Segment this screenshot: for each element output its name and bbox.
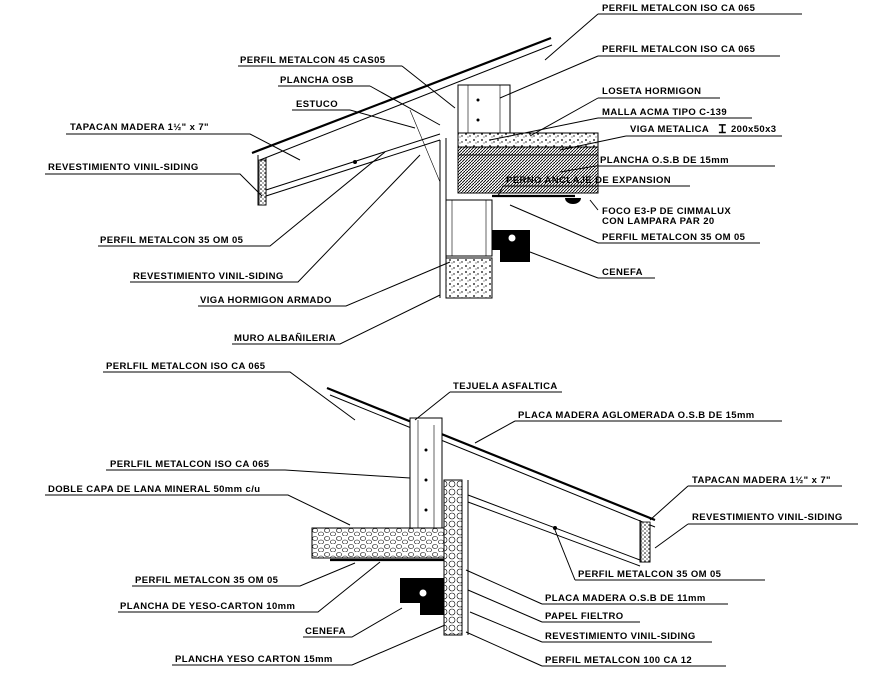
label-tapacan-top: TAPACAN MADERA 1½" x 7" xyxy=(70,122,209,133)
label-viga-metalica-dim: 200x50x3 xyxy=(731,124,776,135)
bottom-bolt xyxy=(424,448,428,452)
top-osb-layer xyxy=(457,154,599,194)
label-perfil-35-left: PERFIL METALCON 35 OM 05 xyxy=(135,575,279,586)
top-bolt xyxy=(476,98,480,102)
label-malla: MALLA ACMA TIPO C-139 xyxy=(602,107,727,118)
label-perfil-iso-ca-2: PERFIL METALCON ISO CA 065 xyxy=(602,44,756,55)
label-viga-hormigon: VIGA HORMIGON ARMADO xyxy=(200,295,332,306)
label-perfil-iso-top: PERLFIL METALCON ISO CA 065 xyxy=(106,361,266,372)
top-tapacan xyxy=(258,159,267,206)
top-cenefa-pipe xyxy=(507,233,517,243)
bottom-wall-column xyxy=(443,479,463,636)
top-detail-geometry xyxy=(251,36,599,299)
label-plancha-yeso-15: PLANCHA YESO CARTON 15mm xyxy=(175,654,333,665)
label-foco-2: CON LAMPARA PAR 20 xyxy=(602,216,715,227)
bottom-detail-annotations: PERLFIL METALCON ISO CA 065 TEJUELA ASFA… xyxy=(45,361,858,667)
bottom-tapacan xyxy=(640,521,651,563)
label-placa-aglomerada: PLACA MADERA AGLOMERADA O.S.B DE 15mm xyxy=(518,410,755,421)
label-papel: PAPEL FIELTRO xyxy=(545,611,624,622)
bottom-wall-outer xyxy=(461,480,469,635)
top-perfil-upright xyxy=(457,84,511,134)
bottom-detail-geometry xyxy=(311,386,656,636)
viga-metalica-i-symbol: Ɪ xyxy=(718,122,726,136)
top-roof-slope xyxy=(251,36,552,155)
top-loseta xyxy=(457,132,599,148)
top-viga-hormigon xyxy=(445,257,493,299)
label-cenefa-top: CENEFA xyxy=(602,267,643,278)
label-estuco: ESTUCO xyxy=(296,99,338,110)
label-tapacan-bottom: TAPACAN MADERA 1½" x 7" xyxy=(692,475,831,486)
label-loseta: LOSETA HORMIGON xyxy=(602,86,701,97)
bottom-soffit-inner xyxy=(467,501,641,567)
label-muro: MURO ALBAÑILERIA xyxy=(234,333,336,344)
bottom-perfil-upright-line xyxy=(417,420,435,528)
top-soffit xyxy=(265,139,441,197)
top-cenefa xyxy=(492,230,530,262)
top-detail-annotations: PERFIL METALCON ISO CA 065 PERFIL METALC… xyxy=(45,3,802,345)
top-bolt xyxy=(476,118,480,122)
label-revestimiento-top-2: REVESTIMIENTO VINIL-SIDING xyxy=(133,271,284,282)
top-soffit-vent xyxy=(353,160,357,164)
label-perfil-100: PERFIL METALCON 100 CA 12 xyxy=(545,655,692,666)
bottom-roof-slope xyxy=(326,386,656,522)
label-doble-capa: DOBLE CAPA DE LANA MINERAL 50mm c/u xyxy=(48,484,260,495)
bottom-bolt xyxy=(424,478,428,482)
label-perfil-iso-mid: PERLFIL METALCON ISO CA 065 xyxy=(110,459,270,470)
label-plancha-osb: PLANCHA OSB xyxy=(280,75,354,86)
label-tejuela: TEJUELA ASFALTICA xyxy=(453,381,558,392)
label-perfil-iso-ca-1: PERFIL METALCON ISO CA 065 xyxy=(602,3,756,14)
label-perfil-35-top: PERFIL METALCON 35 OM 05 xyxy=(602,232,746,243)
top-column-lines xyxy=(451,200,487,256)
top-viga-metalica xyxy=(457,146,599,156)
top-stucco-line xyxy=(409,109,441,183)
label-perfil-35-right: PERFIL METALCON 35 OM 05 xyxy=(578,569,722,580)
bottom-soffit-vent xyxy=(553,526,557,530)
label-perfil-35-top-b: PERFIL METALCON 35 OM 05 xyxy=(100,235,244,246)
label-placa-osb-11: PLACA MADERA O.S.B DE 11mm xyxy=(545,593,706,604)
label-perfil-45: PERFIL METALCON 45 CAS05 xyxy=(240,55,386,66)
label-viga-metalica: VIGA METALICA xyxy=(630,124,709,135)
label-foco-1: FOCO E3-P DE CIMMALUX xyxy=(602,206,731,217)
label-revestimiento-top-1: REVESTIMIENTO VINIL-SIDING xyxy=(48,162,199,173)
label-cenefa-bottom: CENEFA xyxy=(305,626,346,637)
bottom-bolt xyxy=(424,508,428,512)
label-plancha-yeso-10: PLANCHA DE YESO-CARTON 10mm xyxy=(120,601,295,612)
top-perfil-upright-line xyxy=(467,85,501,133)
top-foco xyxy=(565,198,581,204)
label-perno: PERNO ANCLAJE DE EXPANSION xyxy=(506,175,671,186)
top-column xyxy=(445,199,493,257)
top-roof-underside xyxy=(259,44,553,161)
bottom-cenefa-pipe xyxy=(418,588,428,598)
label-revestimiento-bottom-2: REVESTIMIENTO VINIL-SIDING xyxy=(545,631,696,642)
bottom-roof-underside xyxy=(329,394,656,528)
label-plancha-osb-15: PLANCHA O.S.B DE 15mm xyxy=(600,155,729,166)
label-revestimiento-bottom-1: REVESTIMIENTO VINIL-SIDING xyxy=(692,512,843,523)
bottom-lana-mineral xyxy=(311,527,445,559)
